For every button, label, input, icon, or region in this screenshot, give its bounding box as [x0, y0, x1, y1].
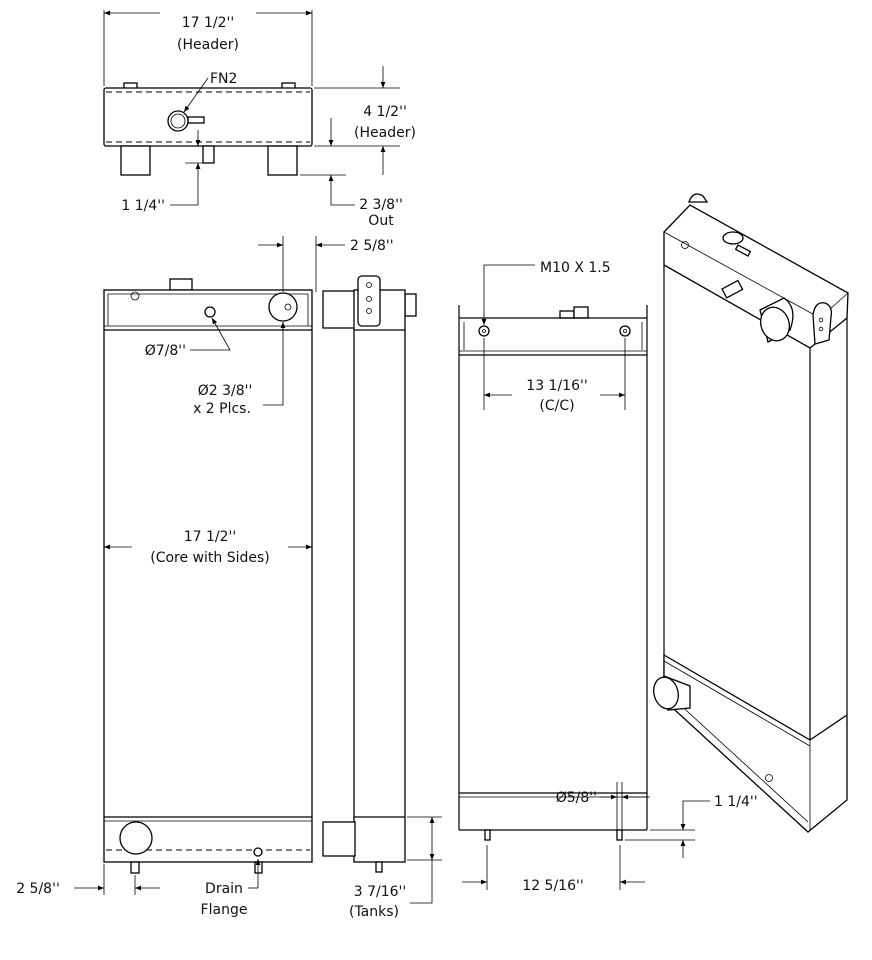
- header-tank-top: [103, 87, 313, 147]
- core-front: [103, 289, 313, 863]
- drain-label-line2: Flange: [201, 902, 248, 918]
- iso-bracket: [812, 302, 833, 345]
- thread-spec: M10 X 1.5: [540, 260, 611, 276]
- tank-height-note: (Tanks): [349, 904, 399, 920]
- drain-label-line1: Drain: [205, 881, 243, 897]
- large-hole-qty: x 2 Plcs.: [193, 401, 251, 417]
- pin-diameter: Ø5/8'': [556, 790, 597, 806]
- inlet-offset-value: 2 5/8'': [350, 238, 394, 254]
- upper-port: [268, 292, 298, 322]
- tank-height-value: 3 7/16'': [354, 884, 407, 900]
- inlet-pipe: [120, 145, 151, 176]
- core-width-note: (Core with Sides): [150, 550, 270, 566]
- mount-spacing-value: 13 1/16'': [526, 378, 587, 394]
- iso-upper-port: [759, 306, 791, 342]
- large-hole-dia: Ø2 3/8'': [198, 383, 253, 399]
- pin-spacing: 12 5/16'': [522, 878, 583, 894]
- fn2-label: FN2: [210, 71, 237, 87]
- rear-view: M10 X 1.5 13 1/16'' (C/C) Ø5/8'' 1 1/4''…: [458, 260, 758, 894]
- isometric-view: [653, 193, 849, 833]
- lower-port: [119, 821, 153, 855]
- mounting-bracket: [357, 275, 381, 327]
- mount-spacing-note: (C/C): [539, 398, 574, 414]
- header-height-note: (Header): [354, 125, 416, 141]
- mount-hole-right: [619, 325, 631, 337]
- side-view: 3 7/16'' (Tanks): [322, 275, 442, 920]
- iso-lower-port: [653, 676, 679, 710]
- pin-length: 1 1/4'': [714, 794, 758, 810]
- drain-flange: [253, 847, 263, 857]
- front-view: 2 5/8'' Ø7/8'' Ø2 3/8'' x 2 Plcs. 17 1/2…: [16, 236, 394, 918]
- outlet-pipe: [267, 145, 298, 176]
- core-width-value: 17 1/2'': [184, 529, 237, 545]
- bottom-offset-value: 2 5/8'': [16, 881, 60, 897]
- header-width-value: 17 1/2'': [182, 15, 235, 31]
- outlet-size-note: Out: [368, 213, 394, 229]
- top-view: 17 1/2'' (Header) FN2 4 1/2'' (Header) 1…: [103, 10, 416, 229]
- neck-length-value: 1 1/4'': [121, 198, 165, 214]
- outlet-size-value: 2 3/8'': [359, 197, 403, 213]
- core-side: [353, 289, 406, 863]
- mount-hole-left: [478, 325, 490, 337]
- small-hole-dia: Ø7/8'': [145, 343, 186, 359]
- header-height-value: 4 1/2'': [363, 104, 407, 120]
- header-width-note: (Header): [177, 37, 239, 53]
